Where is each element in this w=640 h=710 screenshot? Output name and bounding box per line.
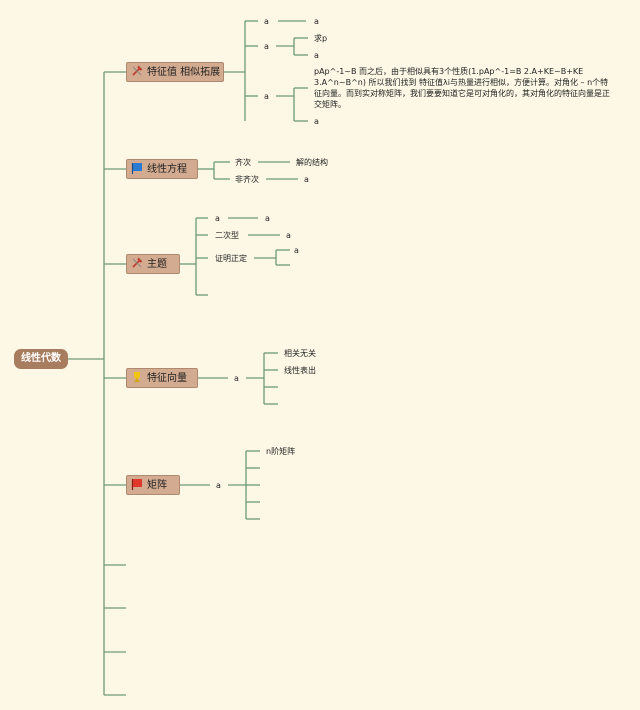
branch-linear-equations[interactable]: 线性方程: [126, 159, 198, 179]
b3-node-1-child[interactable]: a: [265, 214, 270, 223]
branch-eigenvector[interactable]: 特征向量: [126, 368, 198, 388]
branch-matrix[interactable]: 矩阵: [126, 475, 180, 495]
hammer-icon: [132, 65, 143, 76]
branch-topic[interactable]: 主题: [126, 254, 180, 274]
b3-prove-positive-definite[interactable]: 证明正定: [215, 254, 247, 263]
b1-node-3-child-2[interactable]: a: [314, 117, 319, 126]
branch-label: 线性方程: [147, 164, 187, 175]
b5-n-order-matrix[interactable]: n阶矩阵: [266, 447, 296, 456]
b4-linear-representation[interactable]: 线性表出: [284, 366, 316, 375]
hammer-icon: [132, 257, 143, 268]
branch-label: 主题: [147, 259, 167, 270]
b3-quadratic-form-child[interactable]: a: [286, 231, 291, 240]
red-flag-icon: [131, 479, 142, 490]
trophy-icon: [134, 372, 140, 383]
branch-label: 特征向量: [147, 373, 187, 384]
branch-eigenvalue-similarity[interactable]: 特征值 相似拓展: [126, 62, 224, 82]
b2-non-homogeneous[interactable]: 非齐次: [235, 175, 259, 184]
branch-label: 特征值 相似拓展: [147, 67, 221, 78]
b1-node-1[interactable]: a: [264, 17, 269, 26]
b2-non-homogeneous-child[interactable]: a: [304, 175, 309, 184]
b3-prove-child[interactable]: a: [294, 246, 299, 255]
b2-solution-structure[interactable]: 解的结构: [296, 158, 328, 167]
b1-node-2-child-find-p[interactable]: 求p: [314, 34, 328, 43]
b3-node-1[interactable]: a: [215, 214, 220, 223]
branch-label: 矩阵: [147, 480, 167, 491]
b3-quadratic-form[interactable]: 二次型: [215, 231, 239, 240]
b1-node-2[interactable]: a: [264, 42, 269, 51]
b1-node-3[interactable]: a: [264, 92, 269, 101]
b5-node-1[interactable]: a: [216, 481, 221, 490]
b2-homogeneous[interactable]: 齐次: [235, 158, 251, 167]
b4-node-1[interactable]: a: [234, 374, 239, 383]
blue-flag-icon: [131, 163, 142, 174]
b1-node-3-explanation[interactable]: pAp^-1~B 而之后，由于相似具有3个性质(1.pAp^-1=B 2.A+K…: [314, 67, 610, 109]
b1-node-1-child[interactable]: a: [314, 17, 319, 26]
b1-node-2-child-2[interactable]: a: [314, 51, 319, 60]
root-node[interactable]: 线性代数: [14, 349, 68, 369]
b4-linear-dependence[interactable]: 相关无关: [284, 349, 316, 358]
